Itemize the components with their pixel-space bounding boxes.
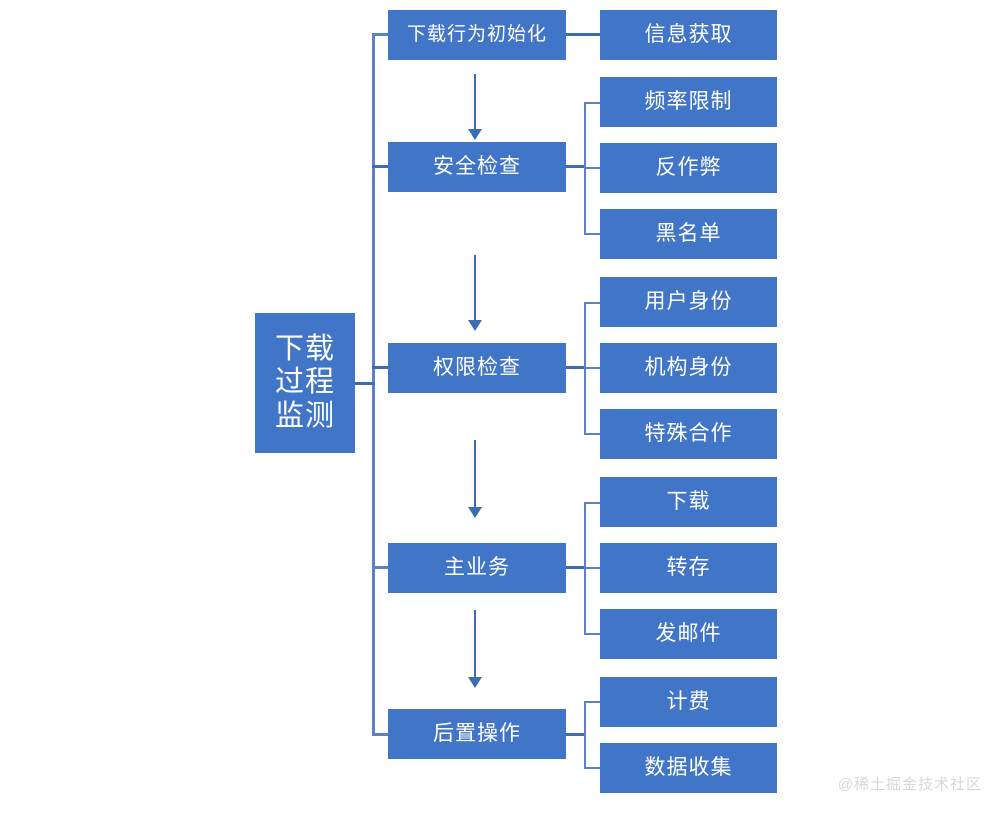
stage-2-child-1[interactable]: 频率限制 (600, 77, 777, 127)
watermark-text: @稀土掘金技术社区 (837, 776, 982, 793)
stage-5-bracket-spine (584, 701, 586, 768)
stage-3-bracket-arm-2 (584, 367, 602, 369)
stage-4-bracket-arm-3 (584, 633, 602, 635)
arrow-stage-1-to-2 (468, 74, 482, 140)
stage-5-child-2[interactable]: 数据收集 (600, 743, 777, 793)
stage-3-bracket-arm-3 (584, 433, 602, 435)
root-line-3: 监测 (274, 399, 335, 432)
stage-4-bracket-arm-2 (584, 567, 602, 569)
stage-3-bracket-arm-1 (584, 302, 602, 304)
stage-1-child-1[interactable]: 信息获取 (600, 10, 777, 60)
stage-5-bracket-stem (566, 733, 586, 736)
stage-node-2[interactable]: 安全检查 (388, 142, 566, 192)
trunk-stub-stage-1 (372, 33, 390, 36)
stage-4-bracket-arm-1 (584, 502, 602, 504)
stage-4-child-1[interactable]: 下载 (600, 477, 777, 527)
stage-1-to-child-connector (566, 33, 602, 36)
stage-3-child-3[interactable]: 特殊合作 (600, 409, 777, 459)
stage-2-bracket-arm-2 (584, 167, 602, 169)
stage-4-child-2[interactable]: 转存 (600, 543, 777, 593)
stage-2-child-3[interactable]: 黑名单 (600, 209, 777, 259)
arrow-stage-2-to-3 (468, 255, 482, 331)
trunk-stub-stage-2 (372, 165, 390, 168)
stage-3-child-2[interactable]: 机构身份 (600, 343, 777, 393)
stage-2-child-2[interactable]: 反作弊 (600, 143, 777, 193)
stage-node-1[interactable]: 下载行为初始化 (388, 10, 566, 60)
stage-2-bracket-stem (566, 165, 586, 168)
stage-5-bracket-arm-2 (584, 767, 602, 769)
stage-3-child-1[interactable]: 用户身份 (600, 277, 777, 327)
trunk-stub-stage-4 (372, 566, 390, 569)
stage-2-bracket-arm-1 (584, 102, 602, 104)
trunk-stub-stage-3 (372, 366, 390, 369)
stage-node-5[interactable]: 后置操作 (388, 709, 566, 759)
stage-4-child-3[interactable]: 发邮件 (600, 609, 777, 659)
arrow-stage-3-to-4 (468, 440, 482, 518)
root-to-trunk-connector (355, 382, 375, 385)
stage-node-3[interactable]: 权限检查 (388, 343, 566, 393)
stage-node-4[interactable]: 主业务 (388, 543, 566, 593)
stage-3-bracket-stem (566, 366, 586, 369)
root-line-1: 下载 (274, 332, 335, 365)
trunk-stub-stage-5 (372, 733, 390, 736)
stage-2-bracket-arm-3 (584, 233, 602, 235)
arrow-stage-4-to-5 (468, 610, 482, 688)
stage-5-child-1[interactable]: 计费 (600, 677, 777, 727)
root-node-download-process-monitor[interactable]: 下载 过程 监测 (255, 313, 355, 453)
root-line-2: 过程 (274, 366, 335, 399)
stage-5-bracket-arm-1 (584, 701, 602, 703)
stage-4-bracket-stem (566, 566, 586, 569)
